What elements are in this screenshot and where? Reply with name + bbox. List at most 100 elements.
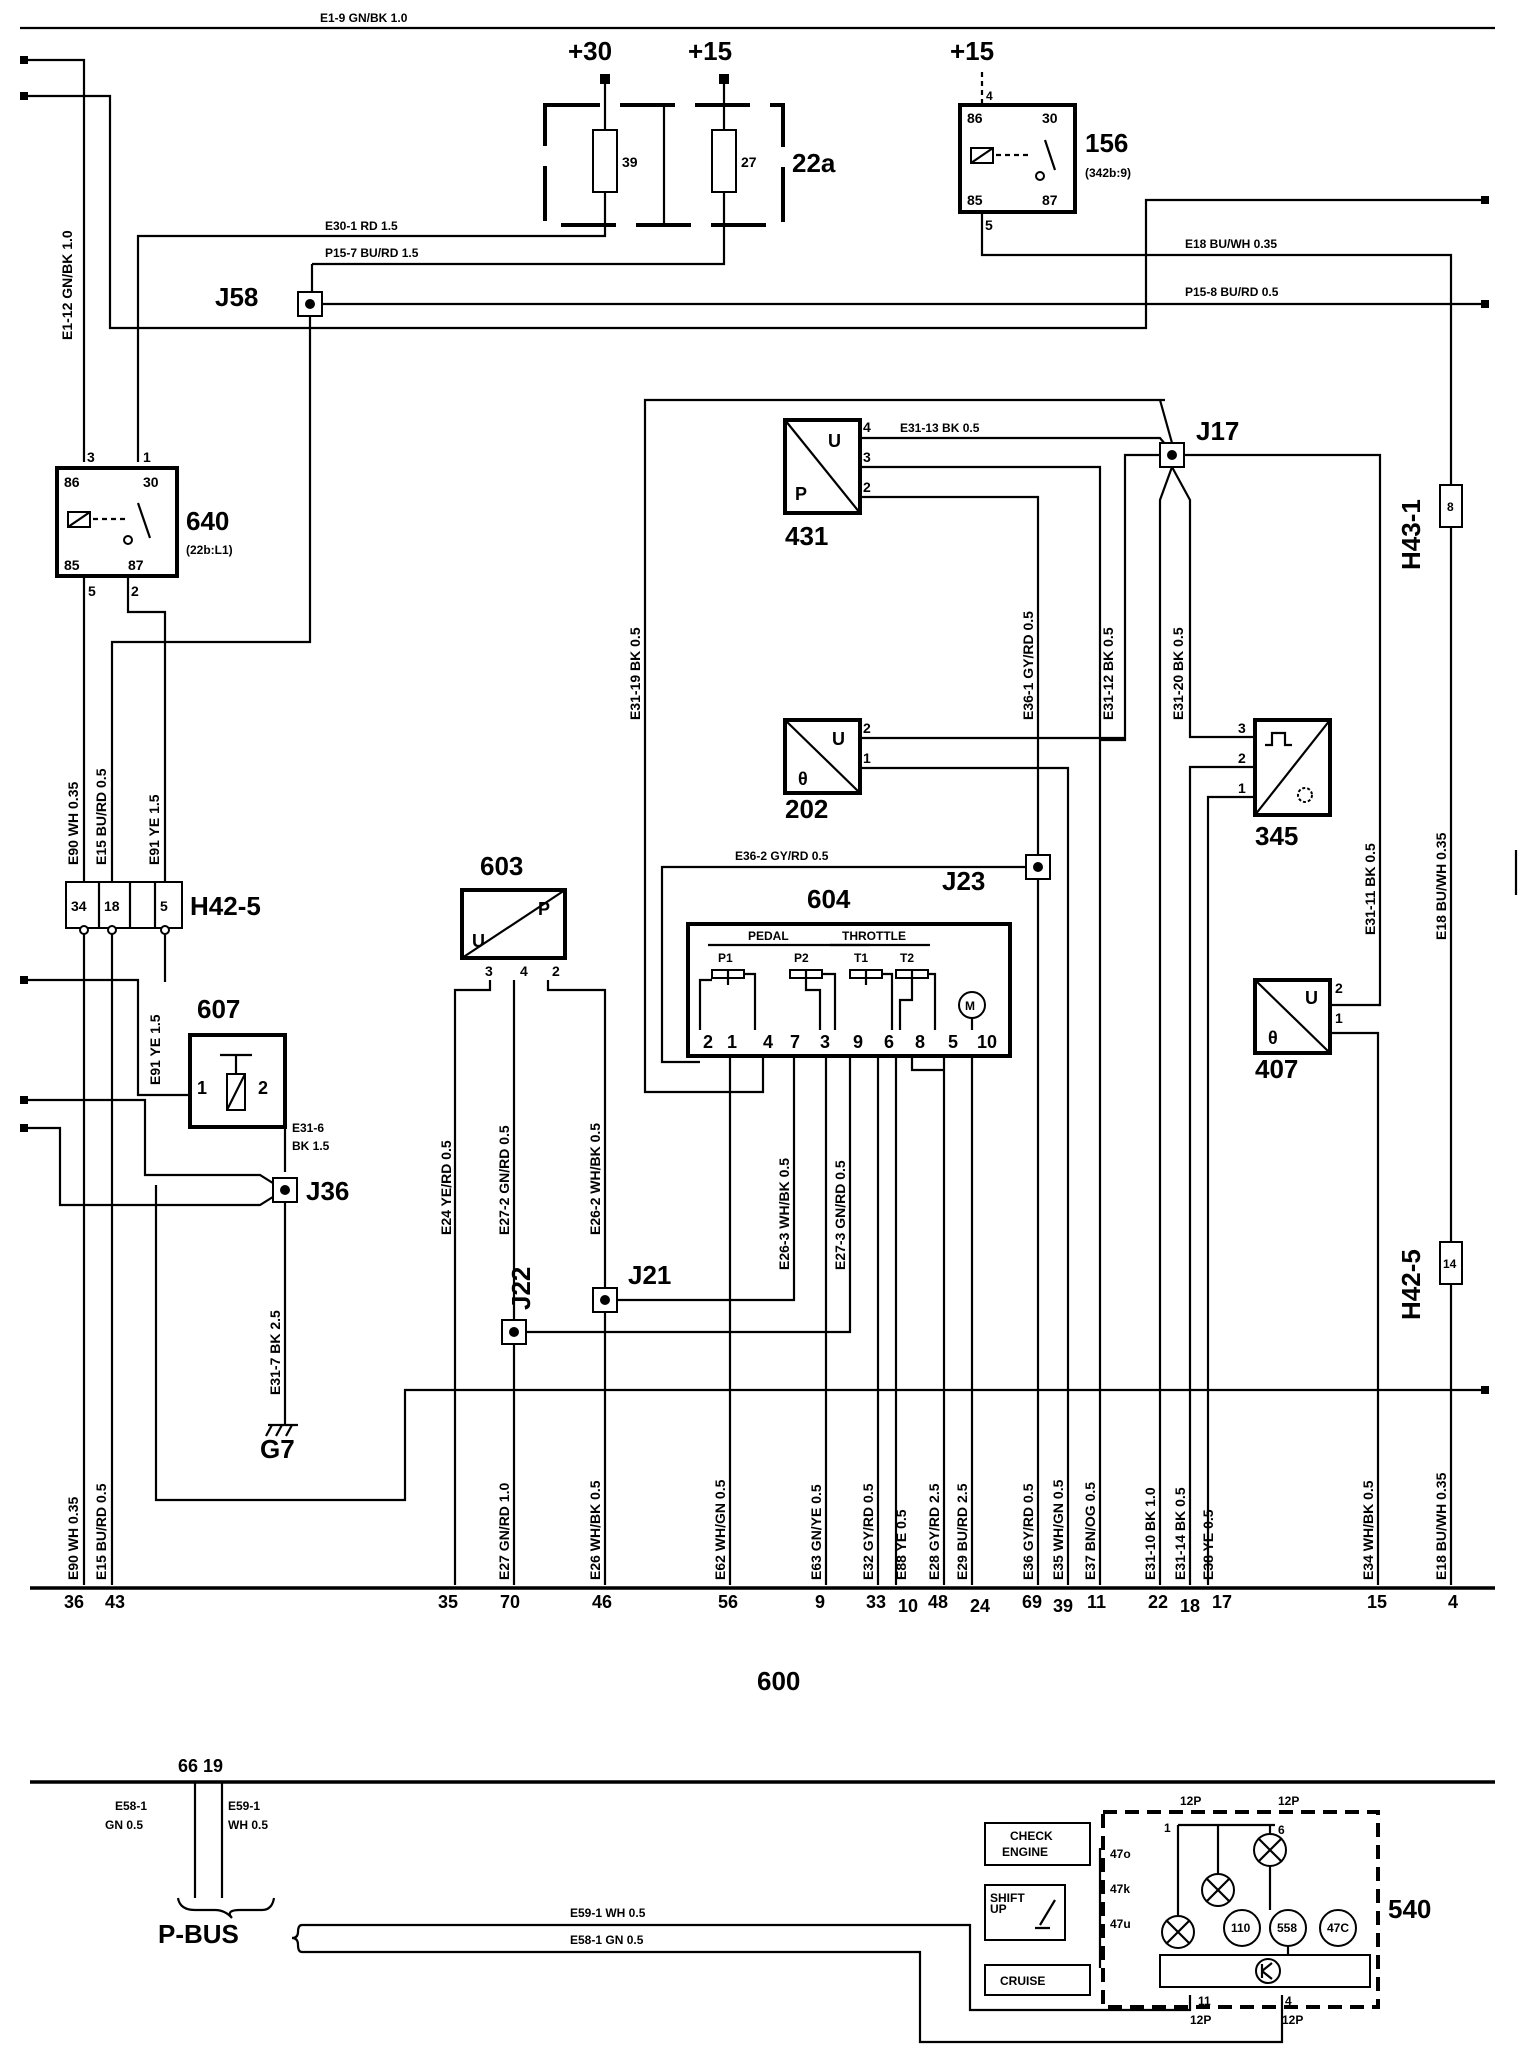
cluster-circle-558: 558 bbox=[1277, 1921, 1297, 1935]
relay-156-ref: (342b:9) bbox=[1085, 166, 1131, 180]
c407-theta: θ bbox=[1268, 1028, 1278, 1048]
c431-pin-2: 2 bbox=[863, 479, 871, 495]
wire-e15-feed bbox=[110, 316, 312, 882]
cluster-lamp-47o: 47o bbox=[1110, 1847, 1131, 1861]
wire-label-e26-3: E26-3 WH/BK 0.5 bbox=[776, 1158, 792, 1270]
ecu-pin: 15 bbox=[1367, 1592, 1387, 1612]
ecu-wire-label: E37 BN/OG 0.5 bbox=[1082, 1482, 1098, 1580]
c431-pin-4: 4 bbox=[863, 419, 871, 435]
h42-5-pin-5: 5 bbox=[160, 898, 168, 914]
wire-e18-loop bbox=[24, 94, 1485, 330]
ecu-wire-label: E34 WH/BK 0.5 bbox=[1360, 1480, 1376, 1580]
ecu-wire-label: E31-14 BK 0.5 bbox=[1172, 1487, 1188, 1580]
wire-e31-13 bbox=[860, 436, 1171, 451]
cluster-pin-12p-a: 12P bbox=[1180, 1794, 1201, 1808]
wire-e36-2 bbox=[660, 865, 1026, 1064]
c603-u: U bbox=[472, 931, 485, 951]
wire-ground-loop bbox=[154, 1185, 1485, 1502]
relay-156-pin-86: 86 bbox=[967, 110, 983, 126]
h42-5-pin-34: 34 bbox=[71, 898, 87, 914]
c607-pin-2: 2 bbox=[258, 1078, 268, 1098]
c604-pin-6: 6 bbox=[884, 1032, 894, 1052]
cluster-circle-47c: 47C bbox=[1327, 1921, 1349, 1935]
c603-pin-3: 3 bbox=[485, 963, 493, 979]
wire-e35 bbox=[860, 766, 1070, 1585]
relay-640: 3 1 86 30 85 87 bbox=[55, 449, 179, 578]
ecu-pin: 17 bbox=[1212, 1592, 1232, 1612]
ecu-wire-label: E28 GY/RD 2.5 bbox=[926, 1483, 942, 1580]
wire-label-e91-lower: E91 YE 1.5 bbox=[147, 1014, 163, 1085]
ecu-pin: 39 bbox=[1053, 1596, 1073, 1616]
component-407: U θ 2 1 bbox=[1253, 978, 1343, 1055]
c604-pin-9: 9 bbox=[853, 1032, 863, 1052]
fuse-box-id: 22a bbox=[792, 148, 836, 178]
cluster-pin-12p-c: 12P bbox=[1190, 2013, 1211, 2027]
relay-156-pin-85: 85 bbox=[967, 192, 983, 208]
ecu-wire-label: E36 GY/RD 0.5 bbox=[1020, 1483, 1036, 1580]
wire-e31-14 bbox=[1188, 765, 1255, 1585]
ecu-pin: 11 bbox=[1087, 1592, 1106, 1612]
cluster-pin-4: 4 bbox=[1285, 1994, 1292, 2008]
wire-e18 bbox=[980, 212, 1453, 498]
wire-label-e31-6b: BK 1.5 bbox=[292, 1139, 330, 1153]
junction-dot bbox=[1167, 450, 1177, 460]
wire-e24 bbox=[453, 980, 492, 1585]
relay-640-pin-85: 85 bbox=[64, 557, 80, 573]
cluster-lamp-47k: 47k bbox=[1110, 1882, 1130, 1896]
wire-e31-19 bbox=[643, 398, 1165, 1094]
top-bus-label: E1-9 GN/BK 1.0 bbox=[320, 11, 408, 25]
ecu-wire-label: E32 GY/RD 0.5 bbox=[860, 1483, 876, 1580]
c345-pin-3: 3 bbox=[1238, 720, 1246, 736]
ecu-pin: 33 bbox=[866, 1592, 886, 1612]
c407-pin-1: 1 bbox=[1335, 1010, 1343, 1026]
wire-e91-lower bbox=[24, 978, 190, 1097]
wire-label-e31-19: E31-19 BK 0.5 bbox=[627, 627, 643, 720]
c604-sensor-t2: T2 bbox=[900, 951, 914, 965]
component-604: PEDAL THROTTLE P1 P2 T1 T2 M 2 1 4 7 3 9… bbox=[686, 922, 1012, 1058]
junction-j21-label: J21 bbox=[628, 1260, 671, 1290]
c604-pin-1: 1 bbox=[727, 1032, 737, 1052]
ecu-wire-label: E31-10 BK 1.0 bbox=[1142, 1487, 1158, 1580]
wire-terminal bbox=[20, 1096, 28, 1104]
wire-label-e18-right: E18 BU/WH 0.35 bbox=[1433, 832, 1449, 940]
wire-terminal bbox=[20, 1124, 28, 1132]
component-604-id: 604 bbox=[807, 884, 851, 914]
cluster-pin-12p-d: 12P bbox=[1282, 2013, 1303, 2027]
component-431-id: 431 bbox=[785, 521, 828, 551]
relay-156-id: 156 bbox=[1085, 128, 1128, 158]
c345-pin-2: 2 bbox=[1238, 750, 1246, 766]
relay-156-pin-30: 30 bbox=[1042, 110, 1058, 126]
component-345: 3 2 1 bbox=[1238, 718, 1332, 817]
supply-plus15-relay-label: +15 bbox=[950, 36, 994, 66]
component-345-id: 345 bbox=[1255, 821, 1298, 851]
relay-640-pin-30: 30 bbox=[143, 474, 159, 490]
connector-h42-5-label: H42-5 bbox=[190, 891, 261, 921]
c202-pin-1: 1 bbox=[863, 750, 871, 766]
c431-pin-3: 3 bbox=[863, 449, 871, 465]
wire-terminal bbox=[1481, 1386, 1489, 1394]
wire-label-e27-3: E27-3 GN/RD 0.5 bbox=[832, 1160, 848, 1270]
c604-pin-3: 3 bbox=[820, 1032, 830, 1052]
component-603-id: 603 bbox=[480, 851, 523, 881]
wire-e1-12 bbox=[24, 58, 86, 462]
relay-156-pin-5: 5 bbox=[985, 217, 993, 233]
ground-symbol bbox=[265, 1423, 298, 1437]
wire-terminal bbox=[1481, 196, 1489, 204]
c604-sensor-p2: P2 bbox=[794, 951, 809, 965]
wire-label-e36-2: E36-2 GY/RD 0.5 bbox=[735, 849, 829, 863]
relay-640-pin-5: 5 bbox=[88, 583, 96, 599]
ground-g7-label: G7 bbox=[260, 1434, 295, 1464]
pbus-e59-1-spec: WH 0.5 bbox=[228, 1818, 268, 1832]
pbus-side-brace bbox=[291, 1923, 310, 1954]
wire-label-e24: E24 YE/RD 0.5 bbox=[438, 1140, 454, 1235]
junction-j36-label: J36 bbox=[306, 1176, 349, 1206]
c202-pin-2: 2 bbox=[863, 720, 871, 736]
pbus-ecu-pins: 66 19 bbox=[178, 1756, 223, 1776]
wire-e27-3 bbox=[526, 1040, 852, 1334]
relay-156-pin-4: 4 bbox=[986, 89, 993, 103]
wire-e31-10 bbox=[1158, 466, 1174, 1585]
ecu-pin: 69 bbox=[1022, 1592, 1042, 1612]
wire-label-e18: E18 BU/WH 0.35 bbox=[1185, 237, 1277, 251]
ecu-wire-label: E62 WH/GN 0.5 bbox=[712, 1479, 728, 1580]
cluster-pin-11: 11 bbox=[1198, 1994, 1211, 2008]
